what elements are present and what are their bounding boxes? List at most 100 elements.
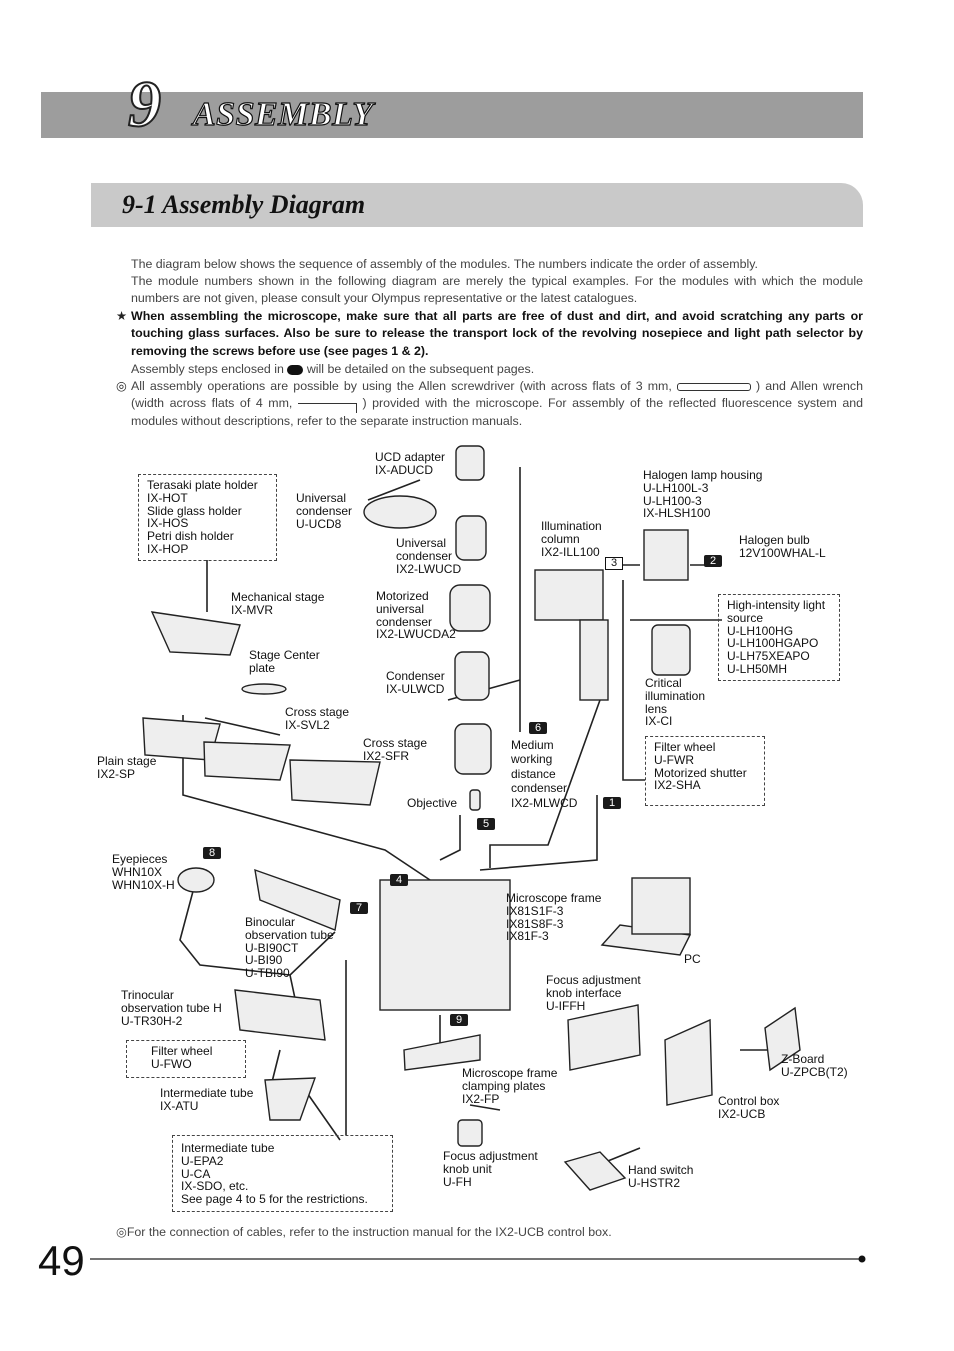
label-line: Terasaki plate holder	[147, 478, 258, 492]
section-bar	[91, 183, 863, 227]
label-line: Hand switch	[628, 1163, 694, 1177]
label-line: Filter wheel	[654, 740, 716, 754]
step-badge-4: 4	[390, 874, 408, 886]
label-line: plate	[249, 660, 276, 675]
label-line: Focus adjustment	[443, 1149, 538, 1163]
step-badge-7: 7	[350, 902, 368, 914]
label-line: U-FH	[443, 1174, 472, 1189]
halogen-housing-label: Halogen lamp housing U-LH100L-3 U-LH100-…	[643, 469, 762, 520]
label-line: Condenser	[386, 669, 445, 683]
label-line: U-EPA2	[181, 1153, 224, 1168]
intro-line-2: The module numbers shown in the followin…	[131, 274, 863, 306]
label-line: IX-MVR	[231, 602, 273, 617]
steps-note-b: will be detailed on the subsequent pages…	[306, 362, 535, 376]
label-line: U-HSTR2	[628, 1175, 681, 1190]
label-line: IX-CI	[645, 714, 673, 729]
label-line: IX2-LWUCDA2	[376, 627, 456, 642]
label-line: working	[511, 752, 553, 767]
label-line: 12V100WHAL-L	[739, 545, 826, 560]
label-line: Stage Center	[249, 648, 320, 662]
high-intensity-light-box: High-intensity light source U-LH100HG U-…	[718, 594, 840, 681]
label-line: IX2-SP	[97, 766, 136, 781]
caution-text: When assembling the microscope, make sur…	[131, 309, 863, 358]
cross-stage-sfr-label: Cross stage IX2-SFR	[363, 737, 427, 763]
label-line: Universal	[296, 491, 347, 505]
steps-note-a: Assembly steps enclosed in	[131, 362, 284, 376]
label-line: U-BI90CT	[245, 940, 299, 955]
label-line: IX2-ILL100	[541, 544, 600, 559]
hand-switch-label: Hand switch U-HSTR2	[628, 1164, 693, 1190]
footnote-text: For the connection of cables, refer to t…	[126, 1225, 612, 1239]
stage-holders-box: Terasaki plate holder IX-HOT Slide glass…	[138, 474, 277, 561]
label-line: column	[541, 531, 580, 546]
label-line: WHN10X-H	[112, 877, 175, 892]
chapter-title: ASSEMBLY	[192, 95, 374, 133]
label-line: IX81S8F-3	[506, 916, 564, 931]
label-line: U-TBI90	[245, 966, 290, 981]
pc-label: PC	[684, 952, 701, 966]
label-line: Critical	[645, 676, 682, 690]
label-line: U-LH50MH	[727, 661, 788, 676]
label-line: IX-ATU	[160, 1098, 199, 1113]
medium-condenser-label: Medium working distance condenser IX2-ML…	[511, 738, 577, 810]
label-line: Microscope frame	[506, 891, 602, 905]
note-mark: ◎	[116, 379, 127, 393]
label-line: Eyepieces	[112, 852, 168, 866]
label-line: IX2-SFR	[363, 748, 410, 763]
label-line: U-LH75XEAPO	[727, 649, 810, 664]
motorized-condenser-label: Motorized universal condenser IX2-LWUCDA…	[376, 590, 456, 641]
chapter-bar	[41, 92, 863, 138]
label-line: IX-HOS	[147, 516, 189, 531]
intro-line-1: The diagram below shows the sequence of …	[131, 257, 758, 271]
z-board-label: Z-Board U-ZPCB(T2)	[781, 1053, 848, 1079]
filter-wheel-fwo-box: Filter wheel U-FWO	[126, 1040, 246, 1078]
label-line: U-TR30H-2	[121, 1013, 183, 1028]
focus-interface-label: Focus adjustment knob interface U-IFFH	[546, 974, 641, 1012]
condenser-label: Condenser IX-ULWCD	[386, 670, 445, 696]
page-number: 49	[38, 1237, 85, 1284]
label-line: lens	[645, 701, 668, 716]
halogen-bulb-label: Halogen bulb 12V100WHAL-L	[739, 534, 826, 560]
label-line: Universal	[396, 536, 447, 550]
tools-note-b: ) and Allen wrench (width across flats o…	[131, 379, 863, 411]
label-line: Halogen lamp housing	[643, 468, 763, 482]
label-line: Motorized	[376, 589, 429, 603]
label-line: Medium	[511, 738, 554, 752]
label-line: IX-HOT	[147, 490, 188, 505]
label-line: U-IFFH	[546, 998, 586, 1013]
label-line: Halogen bulb	[739, 533, 810, 547]
tools-note-a: All assembly operations are possible by …	[131, 379, 672, 393]
label-line: IX2-SHA	[654, 778, 701, 793]
label-line: WHN10X	[112, 864, 163, 879]
label-line: U-FWR	[654, 752, 694, 767]
label-line: Cross stage	[285, 705, 350, 719]
focus-knob-unit-label: Focus adjustment knob unit U-FH	[443, 1150, 538, 1188]
label-line: IX-ADUCD	[375, 462, 434, 477]
label-line: condenser	[396, 548, 453, 563]
label-line: Slide glass holder	[147, 503, 242, 518]
control-box-label: Control box IX2-UCB	[718, 1095, 779, 1121]
label-line: Control box	[718, 1094, 780, 1108]
footnote: ◎For the connection of cables, refer to …	[116, 1224, 612, 1240]
label-line: illumination	[645, 688, 706, 703]
label-line: clamping plates	[462, 1078, 546, 1093]
microscope-frame-label: Microscope frame IX81S1F-3 IX81S8F-3 IX8…	[506, 892, 601, 943]
label-line: IX81F-3	[506, 929, 549, 944]
label-line: Focus adjustment	[546, 973, 641, 987]
intermediate-tube-atu-label: Intermediate tube IX-ATU	[160, 1087, 253, 1113]
label-line: observation tube	[245, 927, 334, 942]
step-badge-3: 3	[605, 557, 623, 570]
allen-wrench-icon	[297, 402, 357, 413]
label-line: Trinocular	[121, 988, 174, 1002]
mechanical-stage-label: Mechanical stage IX-MVR	[231, 591, 324, 617]
label-line: Plain stage	[97, 754, 157, 768]
label-line: universal	[376, 601, 425, 616]
label-line: IX2-UCB	[718, 1106, 766, 1121]
label-line: UCD adapter	[375, 450, 446, 464]
cross-stage-svl2-label: Cross stage IX-SVL2	[285, 706, 349, 732]
filter-wheel-shutter-box: Filter wheel U-FWR Motorized shutter IX2…	[645, 736, 765, 806]
label-line: Intermediate tube	[181, 1141, 275, 1155]
label-line: See page 4 to 5 for the restrictions.	[181, 1192, 368, 1207]
label-line: IX-HLSH100	[643, 506, 711, 521]
step-badge-6: 6	[529, 722, 547, 734]
